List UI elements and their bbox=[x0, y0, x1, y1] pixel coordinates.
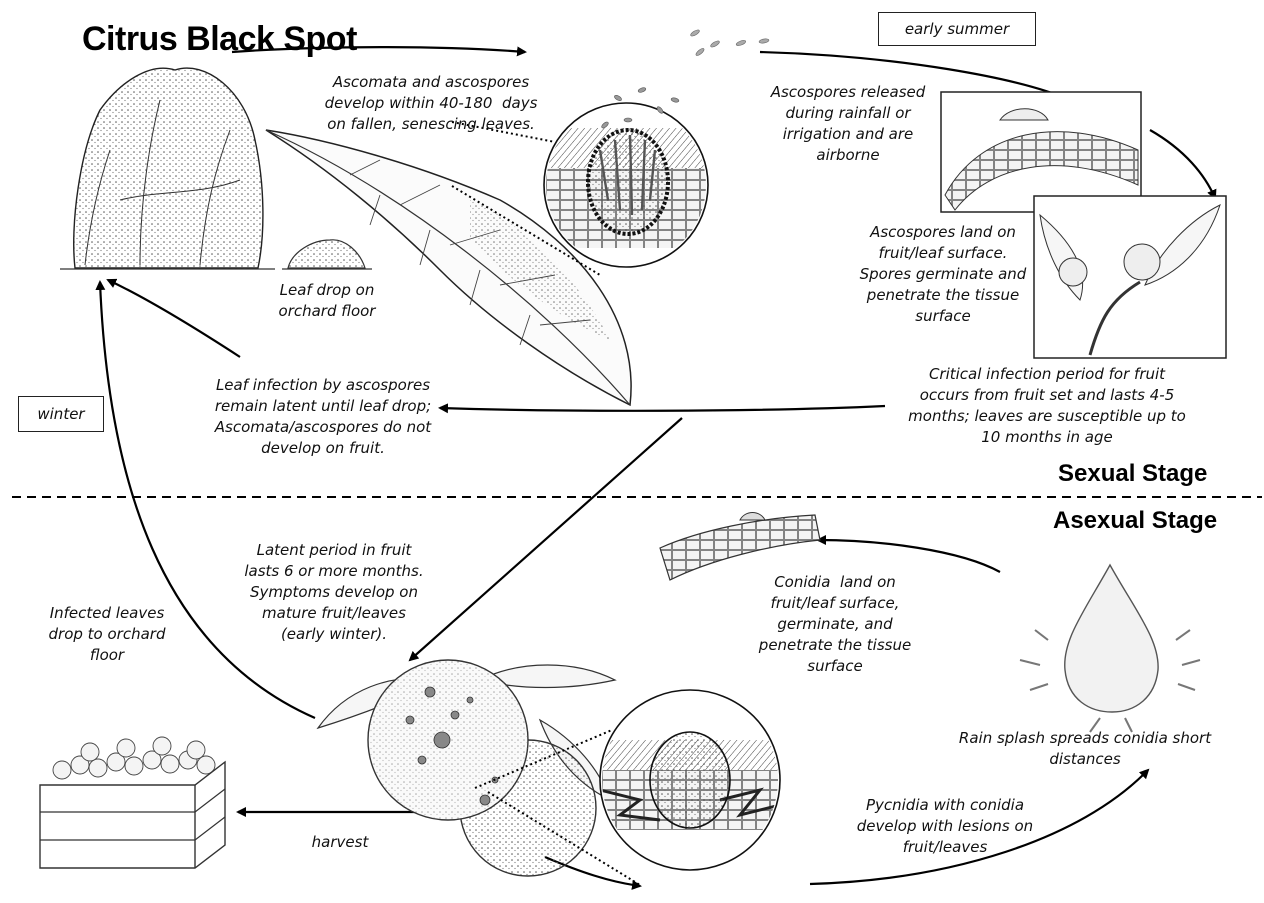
label-ascospores-land: Ascospores land on fruit/leaf surface. S… bbox=[848, 222, 1038, 327]
pycnidia-magnified-view bbox=[600, 690, 780, 870]
label-conidia-land: Conidia land on fruit/leaf surface, germ… bbox=[752, 572, 918, 677]
label-leaf-infection: Leaf infection by ascospores remain late… bbox=[188, 375, 458, 459]
season-winter: winter bbox=[18, 396, 104, 432]
label-pycnidia: Pycnidia with conidia develop with lesio… bbox=[840, 795, 1050, 858]
sexual-stage-heading: Sexual Stage bbox=[1058, 460, 1207, 488]
label-ascospores-released: Ascospores released during rainfall or i… bbox=[758, 82, 938, 166]
label-rain-splash: Rain splash spreads conidia short distan… bbox=[938, 728, 1232, 770]
label-ascomata: Ascomata and ascospores develop within 4… bbox=[300, 72, 562, 135]
leaf-pile-illustration bbox=[282, 240, 372, 269]
season-early-summer: early summer bbox=[878, 12, 1036, 46]
harvest-crate-illustration bbox=[40, 737, 225, 868]
arrow-rain-to-conidia bbox=[818, 540, 1000, 572]
label-infected-leaves: Infected leaves drop to orchard floor bbox=[32, 603, 182, 666]
leaf-surface-box bbox=[941, 92, 1141, 212]
asexual-stage-heading: Asexual Stage bbox=[1053, 507, 1217, 535]
conidia-tissue-illustration bbox=[660, 513, 820, 581]
airborne-spores bbox=[690, 29, 770, 57]
fruit-branch-box bbox=[1034, 196, 1226, 358]
citrus-tree-illustration bbox=[60, 68, 275, 269]
rain-drop-illustration bbox=[1020, 565, 1200, 732]
label-critical-period: Critical infection period for fruit occu… bbox=[882, 364, 1212, 448]
label-latent-period: Latent period in fruit lasts 6 or more m… bbox=[244, 540, 424, 645]
arrow-leaf-infection-to-tree bbox=[108, 280, 240, 357]
label-leaf-drop: Leaf drop on orchard floor bbox=[272, 280, 382, 322]
ascomata-magnified-view bbox=[540, 87, 720, 267]
label-harvest: harvest bbox=[290, 832, 390, 853]
arrow-critical-to-leaf-infection bbox=[440, 406, 885, 411]
arrow-to-fruit-branch bbox=[1150, 130, 1215, 198]
diagram-title: Citrus Black Spot bbox=[82, 20, 357, 59]
